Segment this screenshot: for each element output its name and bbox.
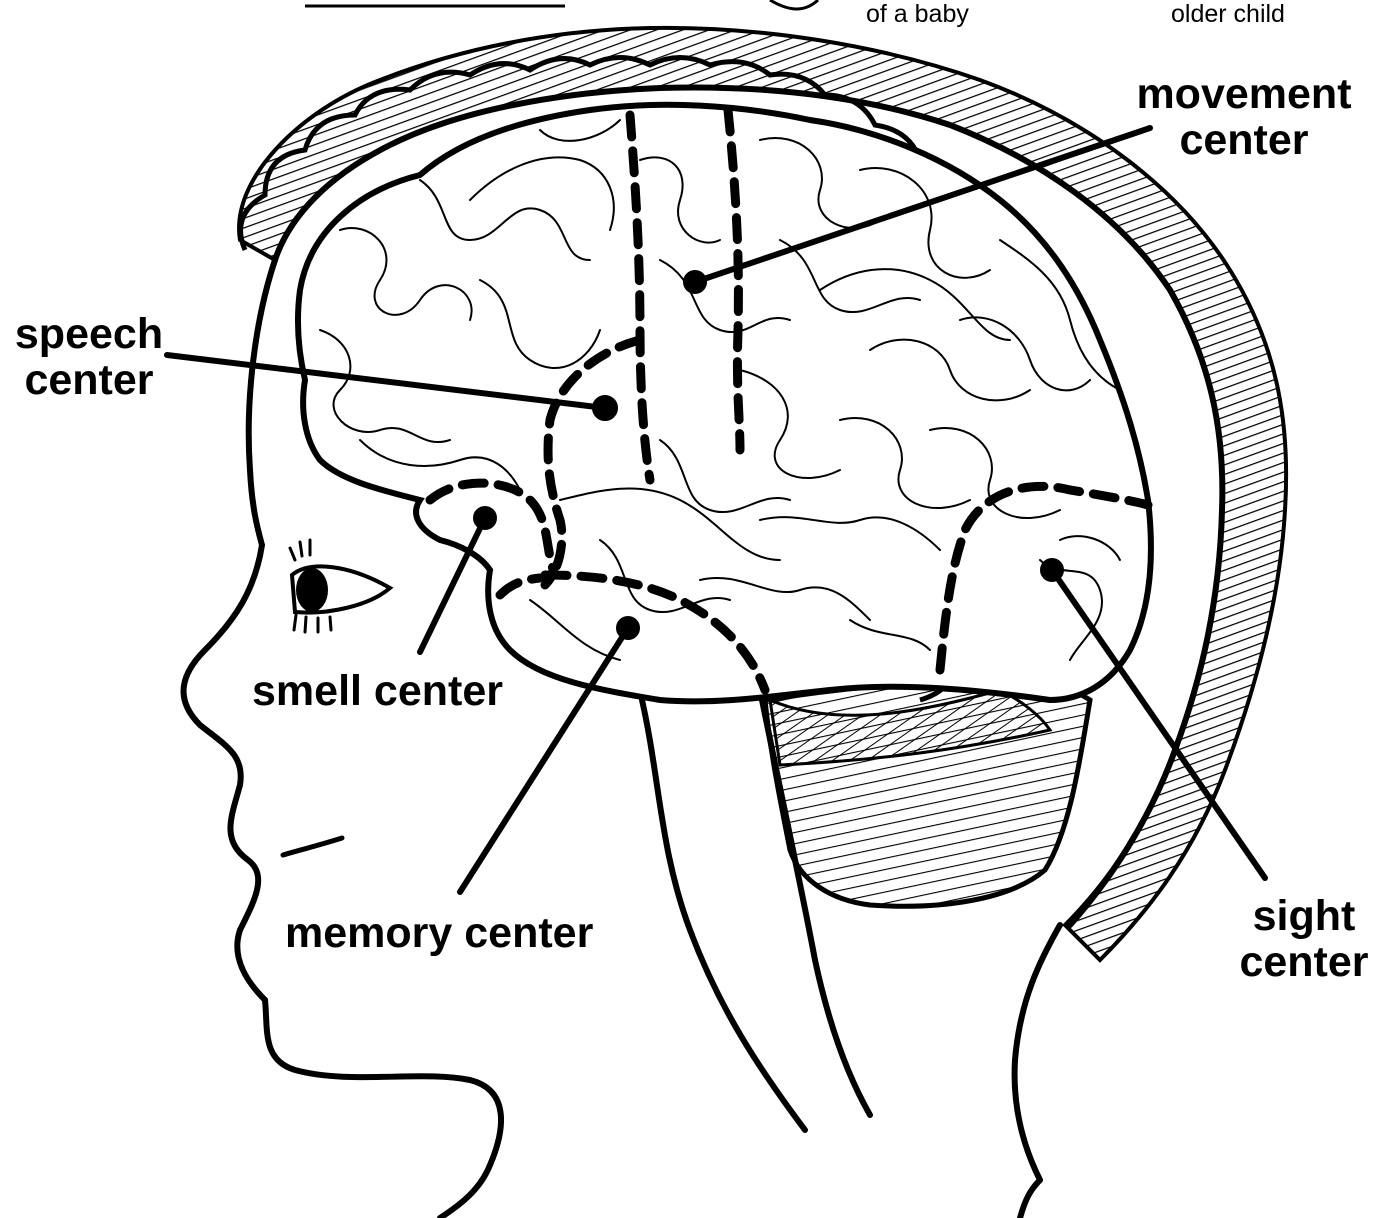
brain-outline	[298, 105, 1151, 702]
sight-dot	[1043, 561, 1061, 579]
sight-center-label: sight center	[1233, 895, 1375, 984]
speech-label-line1: speech	[6, 313, 172, 356]
movement-dot	[686, 273, 704, 291]
speech-dot	[595, 398, 615, 418]
baby-caption: of a baby	[866, 2, 969, 27]
movement-center-label: movement center	[1126, 73, 1362, 162]
eye	[290, 540, 390, 632]
sight-label-line2: center	[1233, 941, 1375, 984]
smell-dot	[476, 509, 494, 527]
speech-center-label: speech center	[6, 313, 172, 402]
sight-label-line1: sight	[1233, 895, 1375, 938]
memory-dot	[619, 619, 637, 637]
header-fragment	[305, 0, 818, 9]
memory-center-label: memory center	[285, 912, 593, 955]
cerebellum	[765, 678, 1090, 906]
movement-label-line2: center	[1126, 119, 1362, 162]
older-child-caption: older child	[1171, 2, 1285, 27]
speech-label-line2: center	[6, 359, 172, 402]
mouth	[283, 838, 342, 855]
smell-center-label: smell center	[252, 670, 503, 713]
movement-label-line1: movement	[1126, 73, 1362, 116]
